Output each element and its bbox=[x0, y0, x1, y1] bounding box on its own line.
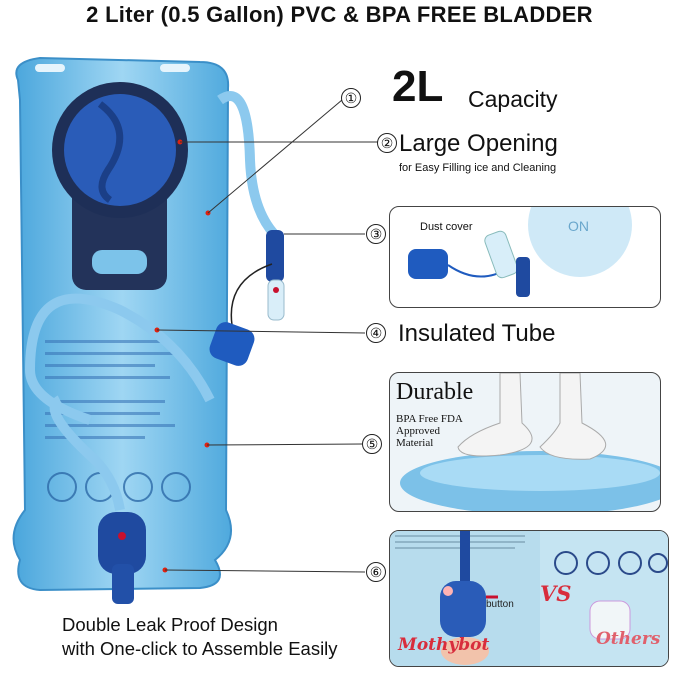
on-stamp: ON bbox=[568, 218, 589, 234]
durable-panel: Durable BPA Free FDA Approved Material bbox=[389, 372, 661, 512]
comparison-panel: button VS Mothybot Others bbox=[389, 530, 669, 667]
dust-cover-illustration: ON bbox=[408, 207, 632, 297]
callout-number-4: ④ bbox=[366, 323, 386, 343]
feature-caption-line-2: with One-click to Assemble Easily bbox=[62, 638, 338, 659]
durable-line-1: BPA Free FDA bbox=[396, 413, 463, 425]
large-opening-sublabel: for Easy Filling ice and Cleaning bbox=[399, 162, 557, 174]
mothybot-label: Mothybot bbox=[398, 635, 490, 655]
feature-caption-line-1: Double Leak Proof Design bbox=[62, 614, 278, 635]
dust-cover bbox=[209, 322, 255, 366]
dust-cover-panel: ON Dust cover bbox=[389, 206, 661, 308]
quick-connector bbox=[98, 512, 146, 574]
callout-number-3: ③ bbox=[366, 224, 386, 244]
drinking-tube bbox=[217, 91, 279, 239]
dust-cover-label: Dust cover bbox=[420, 221, 473, 233]
callout-number-1: ① bbox=[341, 88, 361, 108]
bite-valve bbox=[266, 230, 284, 282]
durable-text: BPA Free FDA Approved Material bbox=[396, 413, 463, 449]
others-label: Others bbox=[596, 629, 661, 649]
page-title: 2 Liter (0.5 Gallon) PVC & BPA FREE BLAD… bbox=[86, 2, 593, 27]
capacity-label: Capacity bbox=[468, 86, 558, 112]
durable-line-2: Approved bbox=[396, 425, 440, 437]
insulated-tube-label: Insulated Tube bbox=[398, 320, 556, 347]
vs-label: VS bbox=[540, 581, 572, 606]
durable-heading: Durable bbox=[396, 379, 474, 405]
comparison-illustration bbox=[390, 531, 668, 666]
capacity-value: 2L bbox=[392, 62, 444, 111]
hydration-bladder-illustration bbox=[12, 56, 285, 604]
durable-line-3: Material bbox=[396, 437, 434, 449]
callout-number-2: ② bbox=[377, 133, 397, 153]
callout-number-6: ⑥ bbox=[366, 562, 386, 582]
durable-illustration bbox=[400, 373, 660, 511]
callout-number-5: ⑤ bbox=[362, 434, 382, 454]
button-label: button bbox=[486, 599, 514, 610]
large-opening-label: Large Opening bbox=[399, 130, 558, 157]
